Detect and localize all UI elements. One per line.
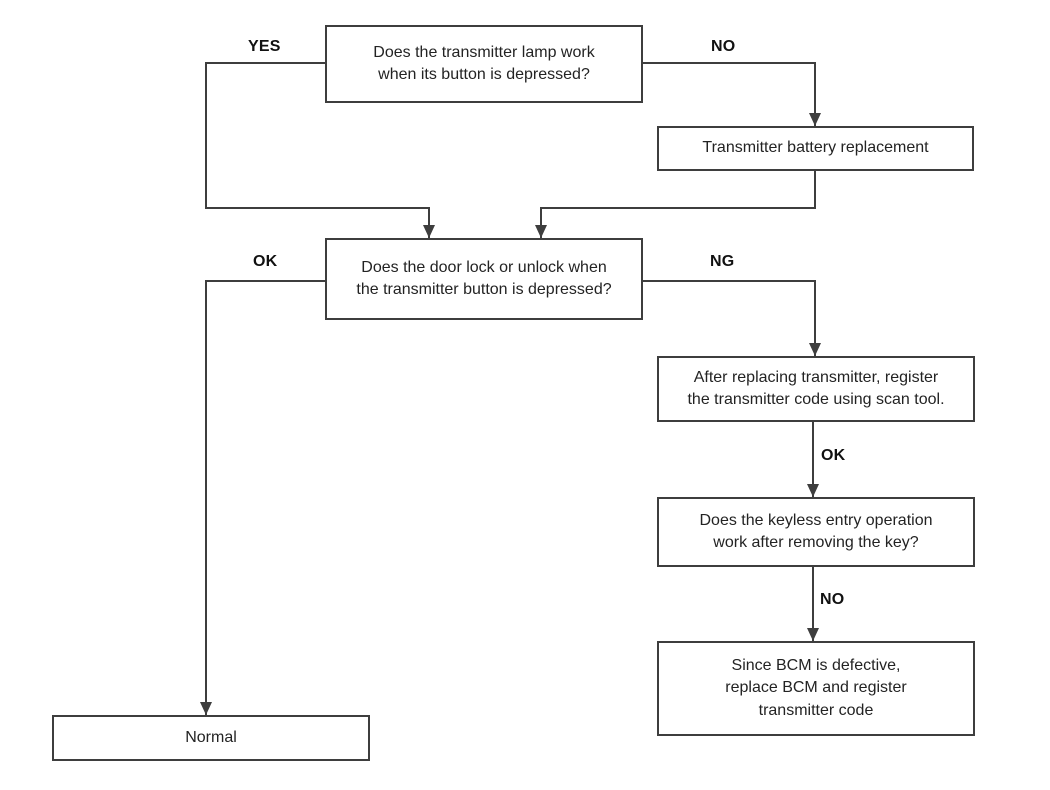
flow-node-text-keyless-entry-question: Does the keyless entry operation work af… xyxy=(699,511,933,551)
label-ng: NG xyxy=(710,253,735,270)
edge-yes-path-segment-1 xyxy=(205,62,207,209)
edge-yes-path-segment-0 xyxy=(205,62,326,64)
edge-yes-path-segment-3 xyxy=(428,207,430,239)
flow-node-text-replace-bcm: Since BCM is defective, replace BCM and … xyxy=(725,656,907,719)
edge-battery-to-doorlock-arrowhead-icon xyxy=(535,225,547,238)
label-no-right: NO xyxy=(820,591,845,608)
edge-no-to-battery-arrowhead-icon xyxy=(809,113,821,126)
edge-battery-to-doorlock-segment-0 xyxy=(814,170,816,209)
flow-node-text-transmitter-lamp-question: Does the transmitter lamp work when its … xyxy=(373,43,595,83)
flow-node-normal-result: Normal xyxy=(52,715,370,761)
flow-node-text-normal-result: Normal xyxy=(185,728,237,746)
edge-battery-to-doorlock-segment-1 xyxy=(540,207,816,209)
edge-register-to-keyless-segment-0 xyxy=(812,421,814,498)
flow-node-text-register-transmitter-code: After replacing transmitter, register th… xyxy=(687,368,945,408)
label-yes: YES xyxy=(248,38,281,55)
edge-ng-to-register-segment-1 xyxy=(814,280,816,357)
flow-node-door-lock-question: Does the door lock or unlock when the tr… xyxy=(325,238,643,320)
flow-node-text-door-lock-question: Does the door lock or unlock when the tr… xyxy=(356,258,612,298)
edge-ng-to-register-segment-0 xyxy=(642,280,816,282)
edge-battery-to-doorlock-segment-2 xyxy=(540,207,542,239)
edge-no-to-battery-segment-0 xyxy=(642,62,816,64)
flow-node-battery-replacement: Transmitter battery replacement xyxy=(657,126,974,171)
edge-keyless-to-bcm-arrowhead-icon xyxy=(807,628,819,641)
edge-ok-to-normal-segment-0 xyxy=(205,280,326,282)
edge-keyless-to-bcm-segment-0 xyxy=(812,566,814,642)
edge-ok-to-normal-arrowhead-icon xyxy=(200,702,212,715)
edge-no-to-battery-segment-1 xyxy=(814,62,816,127)
label-ok-right: OK xyxy=(821,447,846,464)
label-no-top: NO xyxy=(711,38,736,55)
flow-node-keyless-entry-question: Does the keyless entry operation work af… xyxy=(657,497,975,567)
flow-node-transmitter-lamp-question: Does the transmitter lamp work when its … xyxy=(325,25,643,103)
edge-ok-to-normal-segment-1 xyxy=(205,280,207,716)
flow-node-replace-bcm: Since BCM is defective, replace BCM and … xyxy=(657,641,975,736)
edge-ng-to-register-arrowhead-icon xyxy=(809,343,821,356)
flow-node-text-battery-replacement: Transmitter battery replacement xyxy=(702,139,929,157)
edge-yes-path-arrowhead-icon xyxy=(423,225,435,238)
label-ok-left: OK xyxy=(253,253,278,270)
flow-node-register-transmitter-code: After replacing transmitter, register th… xyxy=(657,356,975,422)
edge-yes-path-segment-2 xyxy=(205,207,430,209)
edge-register-to-keyless-arrowhead-icon xyxy=(807,484,819,497)
